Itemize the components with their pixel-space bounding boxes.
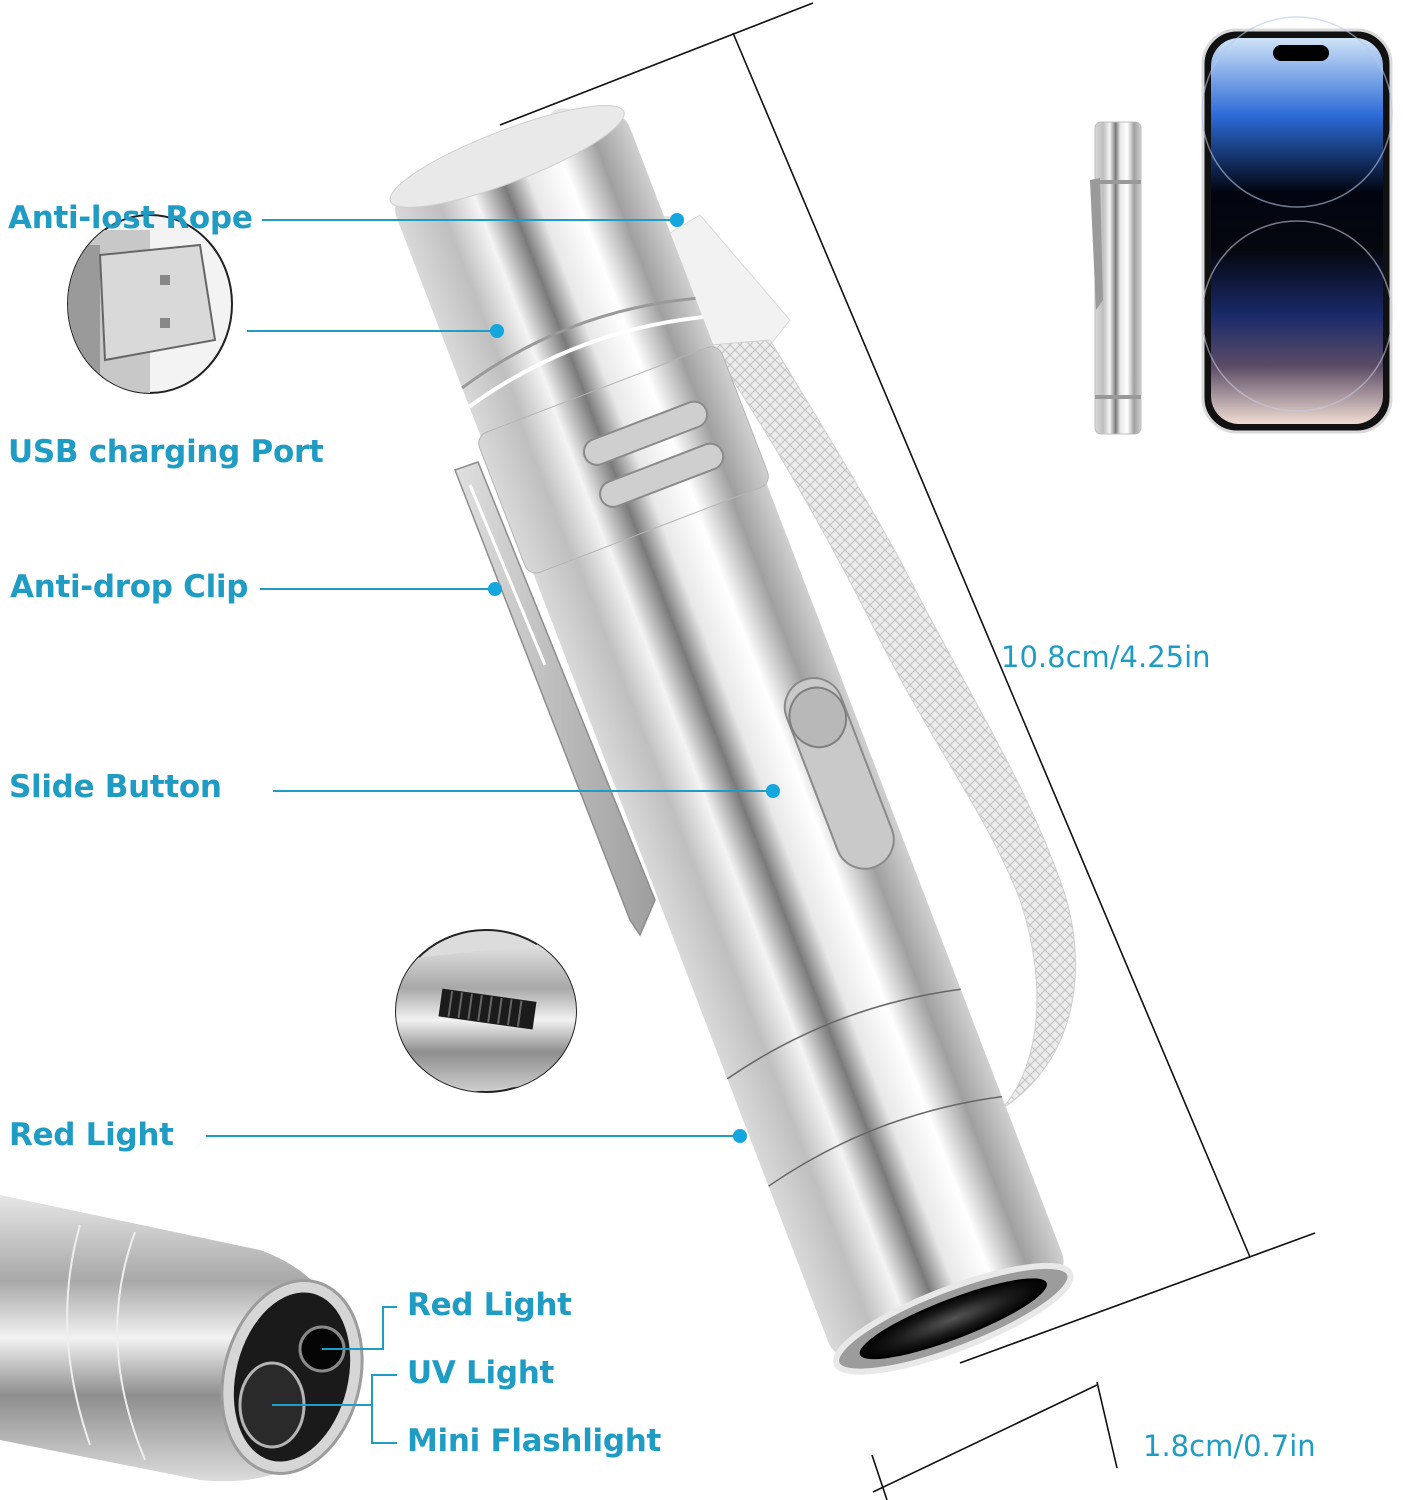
callout-anti-lost-rope: Anti-lost Rope <box>8 200 253 236</box>
head-label-uv-light: UV Light <box>407 1355 555 1391</box>
comparison-smartphone <box>1201 16 1393 434</box>
callout-slide-button: Slide Button <box>9 769 222 805</box>
comparison-flashlight <box>1090 121 1142 435</box>
head-detail-leaders <box>272 1306 397 1444</box>
usb-port-inset <box>67 214 233 394</box>
diameter-dimension-label: 1.8cm/0.7in <box>1143 1429 1316 1463</box>
head-closeup <box>0 1195 364 1482</box>
head-label-mini-flashlight: Mini Flashlight <box>407 1423 662 1459</box>
callout-anti-drop-clip: Anti-drop Clip <box>10 569 249 605</box>
callout-usb-charging-port: USB charging Port <box>8 434 324 470</box>
callout-dots <box>488 213 780 1143</box>
pocket-clip <box>454 461 656 937</box>
wheel-inset <box>395 929 577 1093</box>
head-label-red-light: Red Light <box>407 1287 572 1323</box>
callout-leaders <box>206 219 773 1137</box>
callout-red-light: Red Light <box>9 1117 174 1153</box>
diameter-dimension-lines <box>871 1381 1118 1500</box>
flashlight-body <box>389 105 1074 1375</box>
length-dimension-label: 10.8cm/4.25in <box>1001 640 1211 674</box>
length-dimension-lines <box>499 2 1316 1364</box>
